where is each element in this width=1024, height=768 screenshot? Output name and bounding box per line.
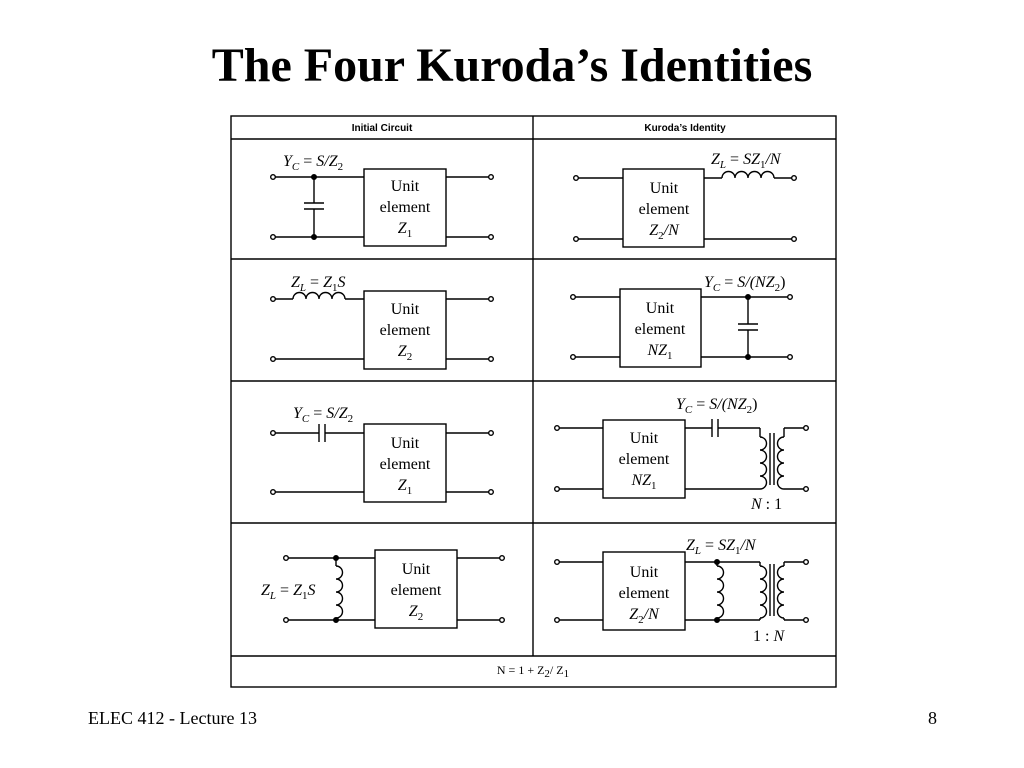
unit-element-box [622,168,705,248]
table-grid [230,115,837,688]
footer-course-label: ELEC 412 - Lecture 13 [88,708,257,728]
unit-element-box [374,549,458,629]
row3-kuroda-identity: YC = S/(NZ2) Unit element NZ1 N : 1 [554,396,810,513]
row3-identity-label: YC = S/(NZ2) [676,396,757,416]
row2-initial-circuit: ZL = Z1S Unit element Z2 [270,274,495,370]
footer-page-number: 8 [928,708,937,728]
slide-title: The Four Kuroda’s Identities [211,39,813,92]
row4-turns-ratio: 1 : N [753,628,785,645]
row1-kuroda-identity: ZL = SZ1/N Unit element Z2/N [573,151,798,248]
row3-turns-ratio: N : 1 [750,496,782,513]
unit-text: Unit [646,300,675,317]
header-initial-circuit: Initial Circuit [352,123,413,134]
row1-initial-circuit: YC = S/Z2 Unit element Z1 [270,153,495,247]
row2-kuroda-identity: YC = S/(NZ2) Unit element NZ1 [570,274,794,368]
unit-element-box [363,168,447,247]
element-text: element [391,582,442,599]
row4-initial-label: ZL = Z1S [261,582,315,602]
row2-initial-label: ZL = Z1S [291,274,345,294]
row1-identity-label: ZL = SZ1/N [711,151,782,171]
unit-element-box [602,419,686,499]
row2-identity-label: YC = S/(NZ2) [704,274,785,294]
element-text: element [619,451,670,468]
row1-identity-box-value: Z2/N [649,222,680,242]
row3-initial-label: YC = S/Z2 [293,405,353,425]
row3-initial-circuit: YC = S/Z2 Unit element Z1 [270,405,495,503]
unit-element-box [363,423,447,503]
element-text: element [639,201,690,218]
unit-element-box [363,290,447,370]
row4-initial-circuit: ZL = Z1S Unit element Z2 [261,549,506,629]
unit-text: Unit [391,435,420,452]
unit-text: Unit [402,561,431,578]
unit-element-box [602,551,686,631]
row2-identity-box-value: NZ1 [646,342,672,362]
element-text: element [619,585,670,602]
unit-text: Unit [650,180,679,197]
element-text: element [380,199,431,216]
row4-kuroda-identity: ZL = SZ1/N Unit element Z2/N 1 : N [554,537,810,645]
unit-text: Unit [630,430,659,447]
element-text: element [635,321,686,338]
element-text: element [380,322,431,339]
unit-text: Unit [630,564,659,581]
table-footnote: N = 1 + Z2/ Z1 [497,663,569,680]
element-text: element [380,456,431,473]
row4-identity-label: ZL = SZ1/N [686,537,757,557]
row3-identity-box-value: NZ1 [630,472,656,492]
unit-text: Unit [391,178,420,195]
row4-identity-box-value: Z2/N [629,606,660,626]
header-kurodas-identity: Kuroda’s Identity [644,123,726,134]
unit-text: Unit [391,301,420,318]
unit-element-box [619,288,702,368]
row1-initial-label: YC = S/Z2 [283,153,343,173]
